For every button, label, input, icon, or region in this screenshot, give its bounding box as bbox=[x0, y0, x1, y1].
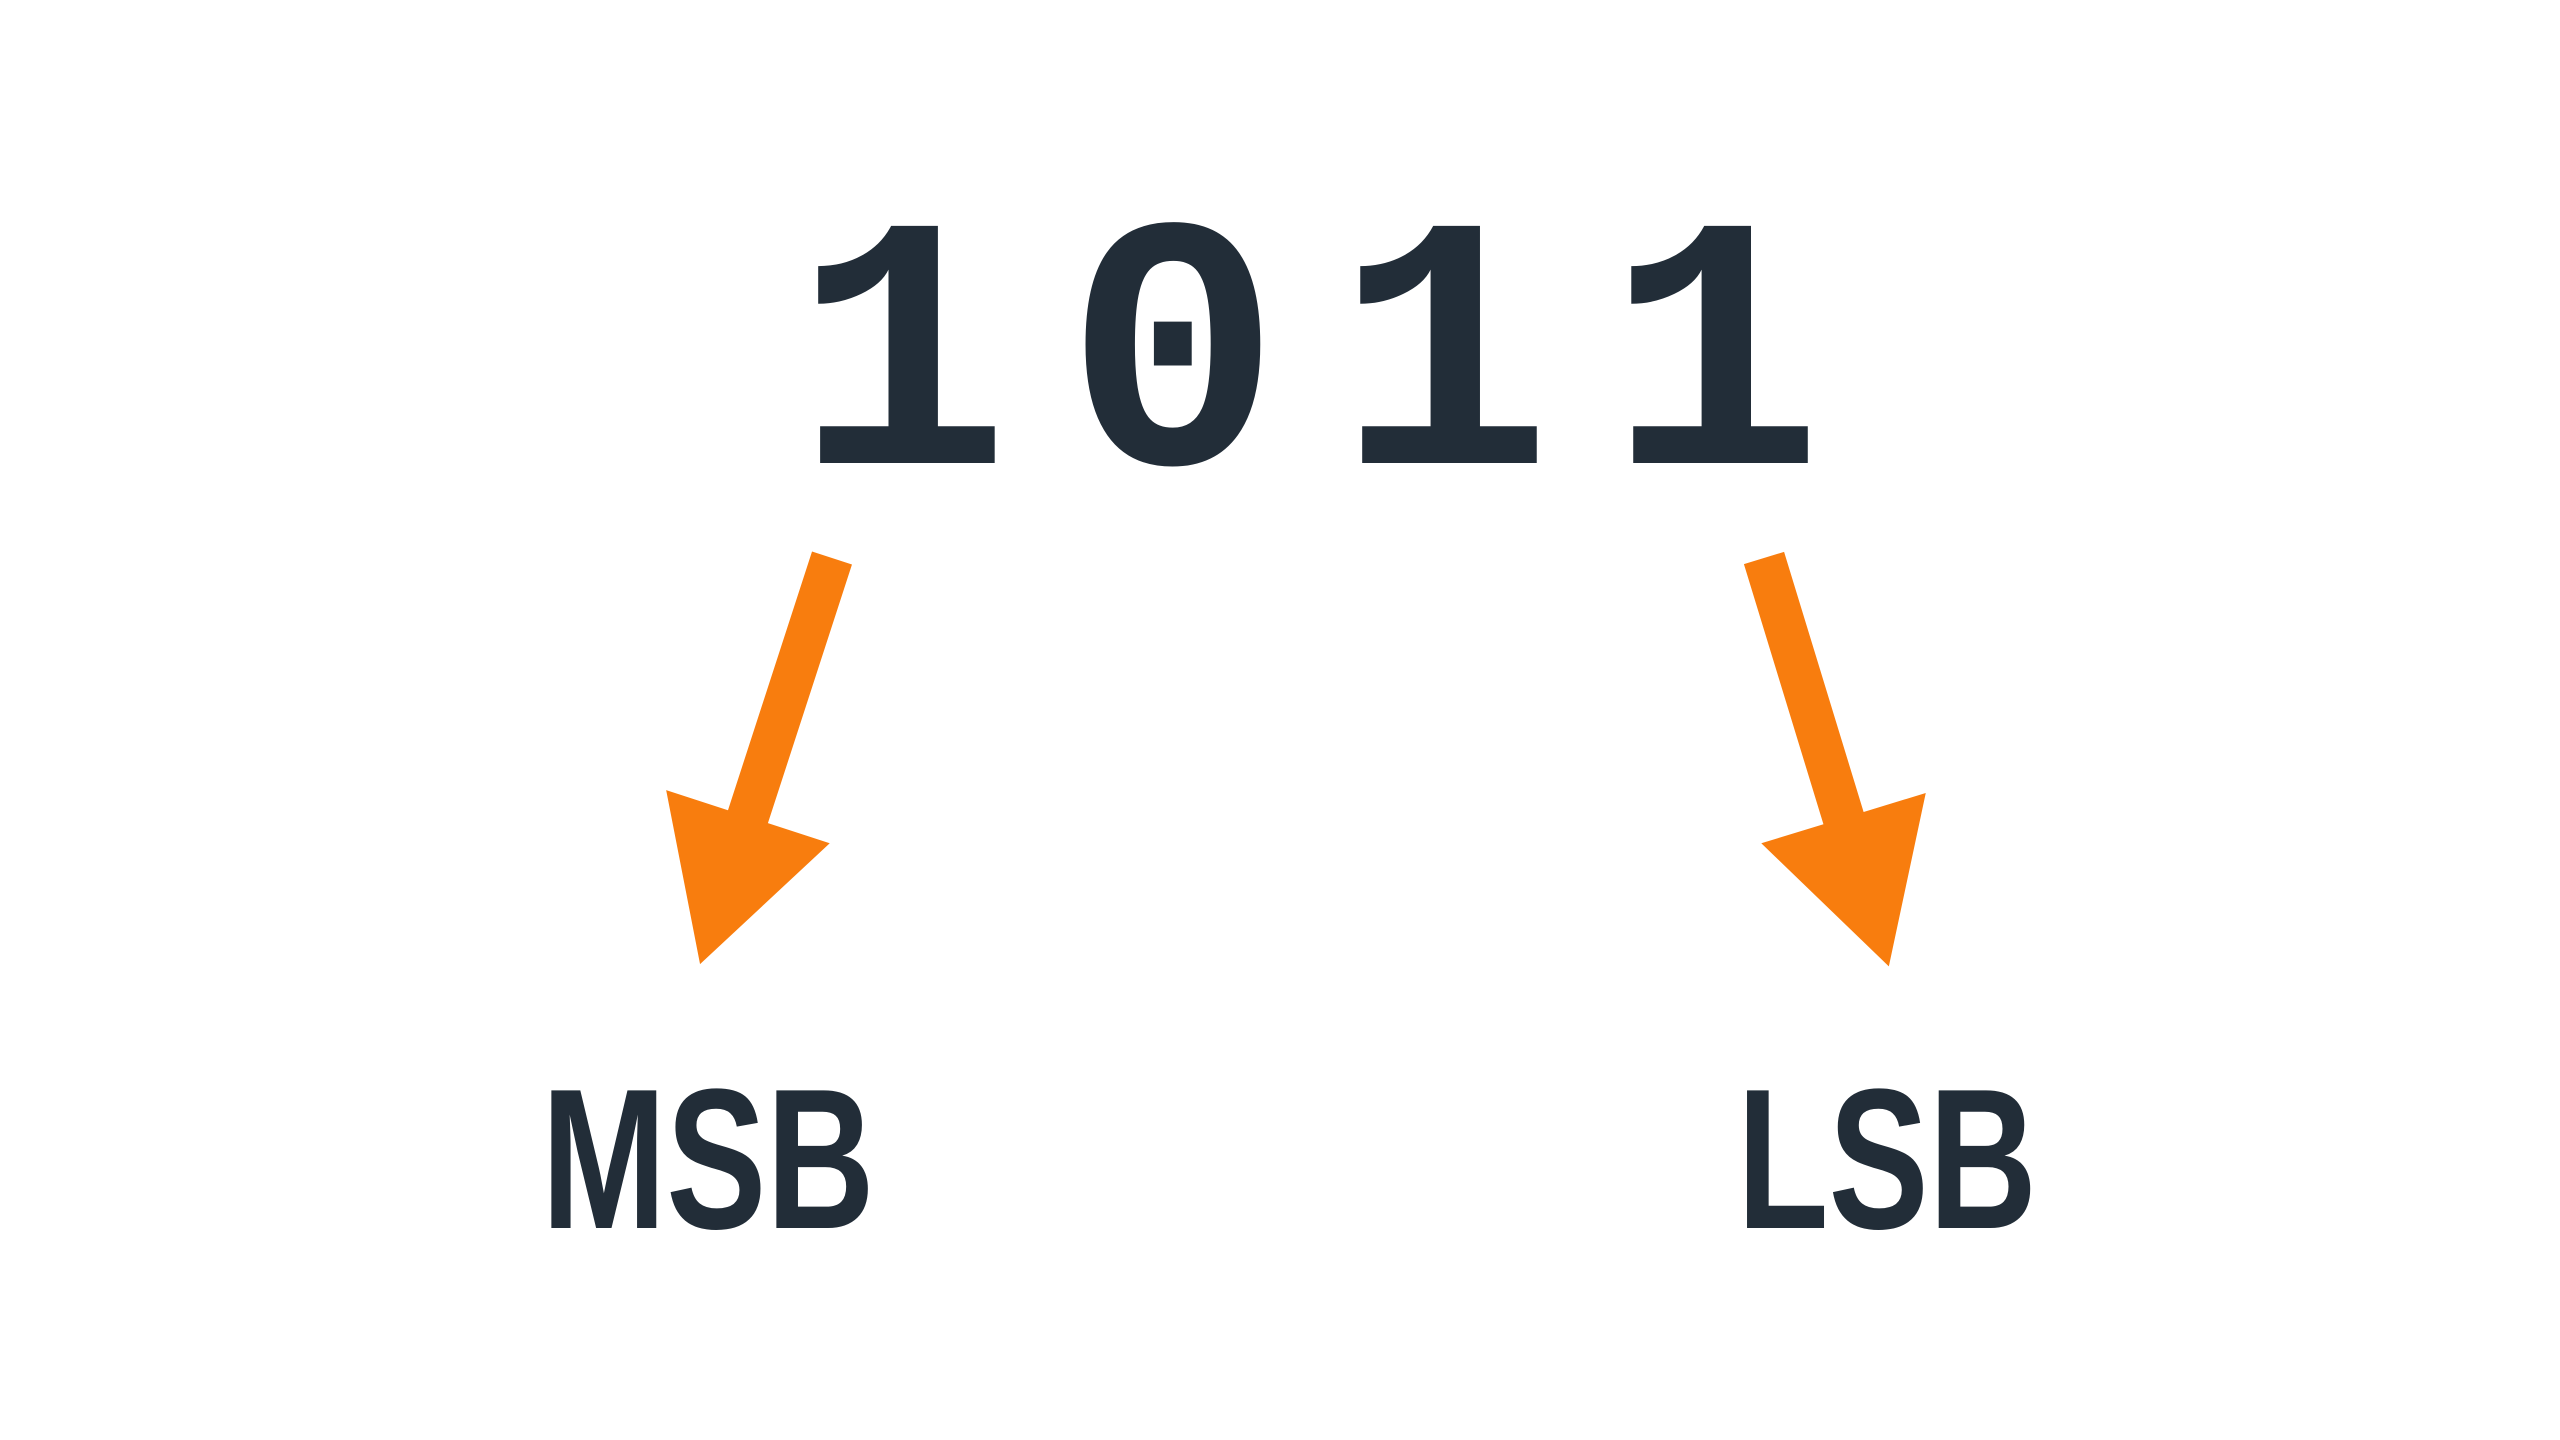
msb-label: MSB bbox=[541, 1048, 875, 1271]
lsb-label: LSB bbox=[1737, 1048, 2037, 1271]
arrow-down-left-icon bbox=[666, 551, 852, 965]
binary-number: 1011 bbox=[793, 164, 1879, 572]
arrow-down-right-icon bbox=[1743, 551, 1926, 967]
